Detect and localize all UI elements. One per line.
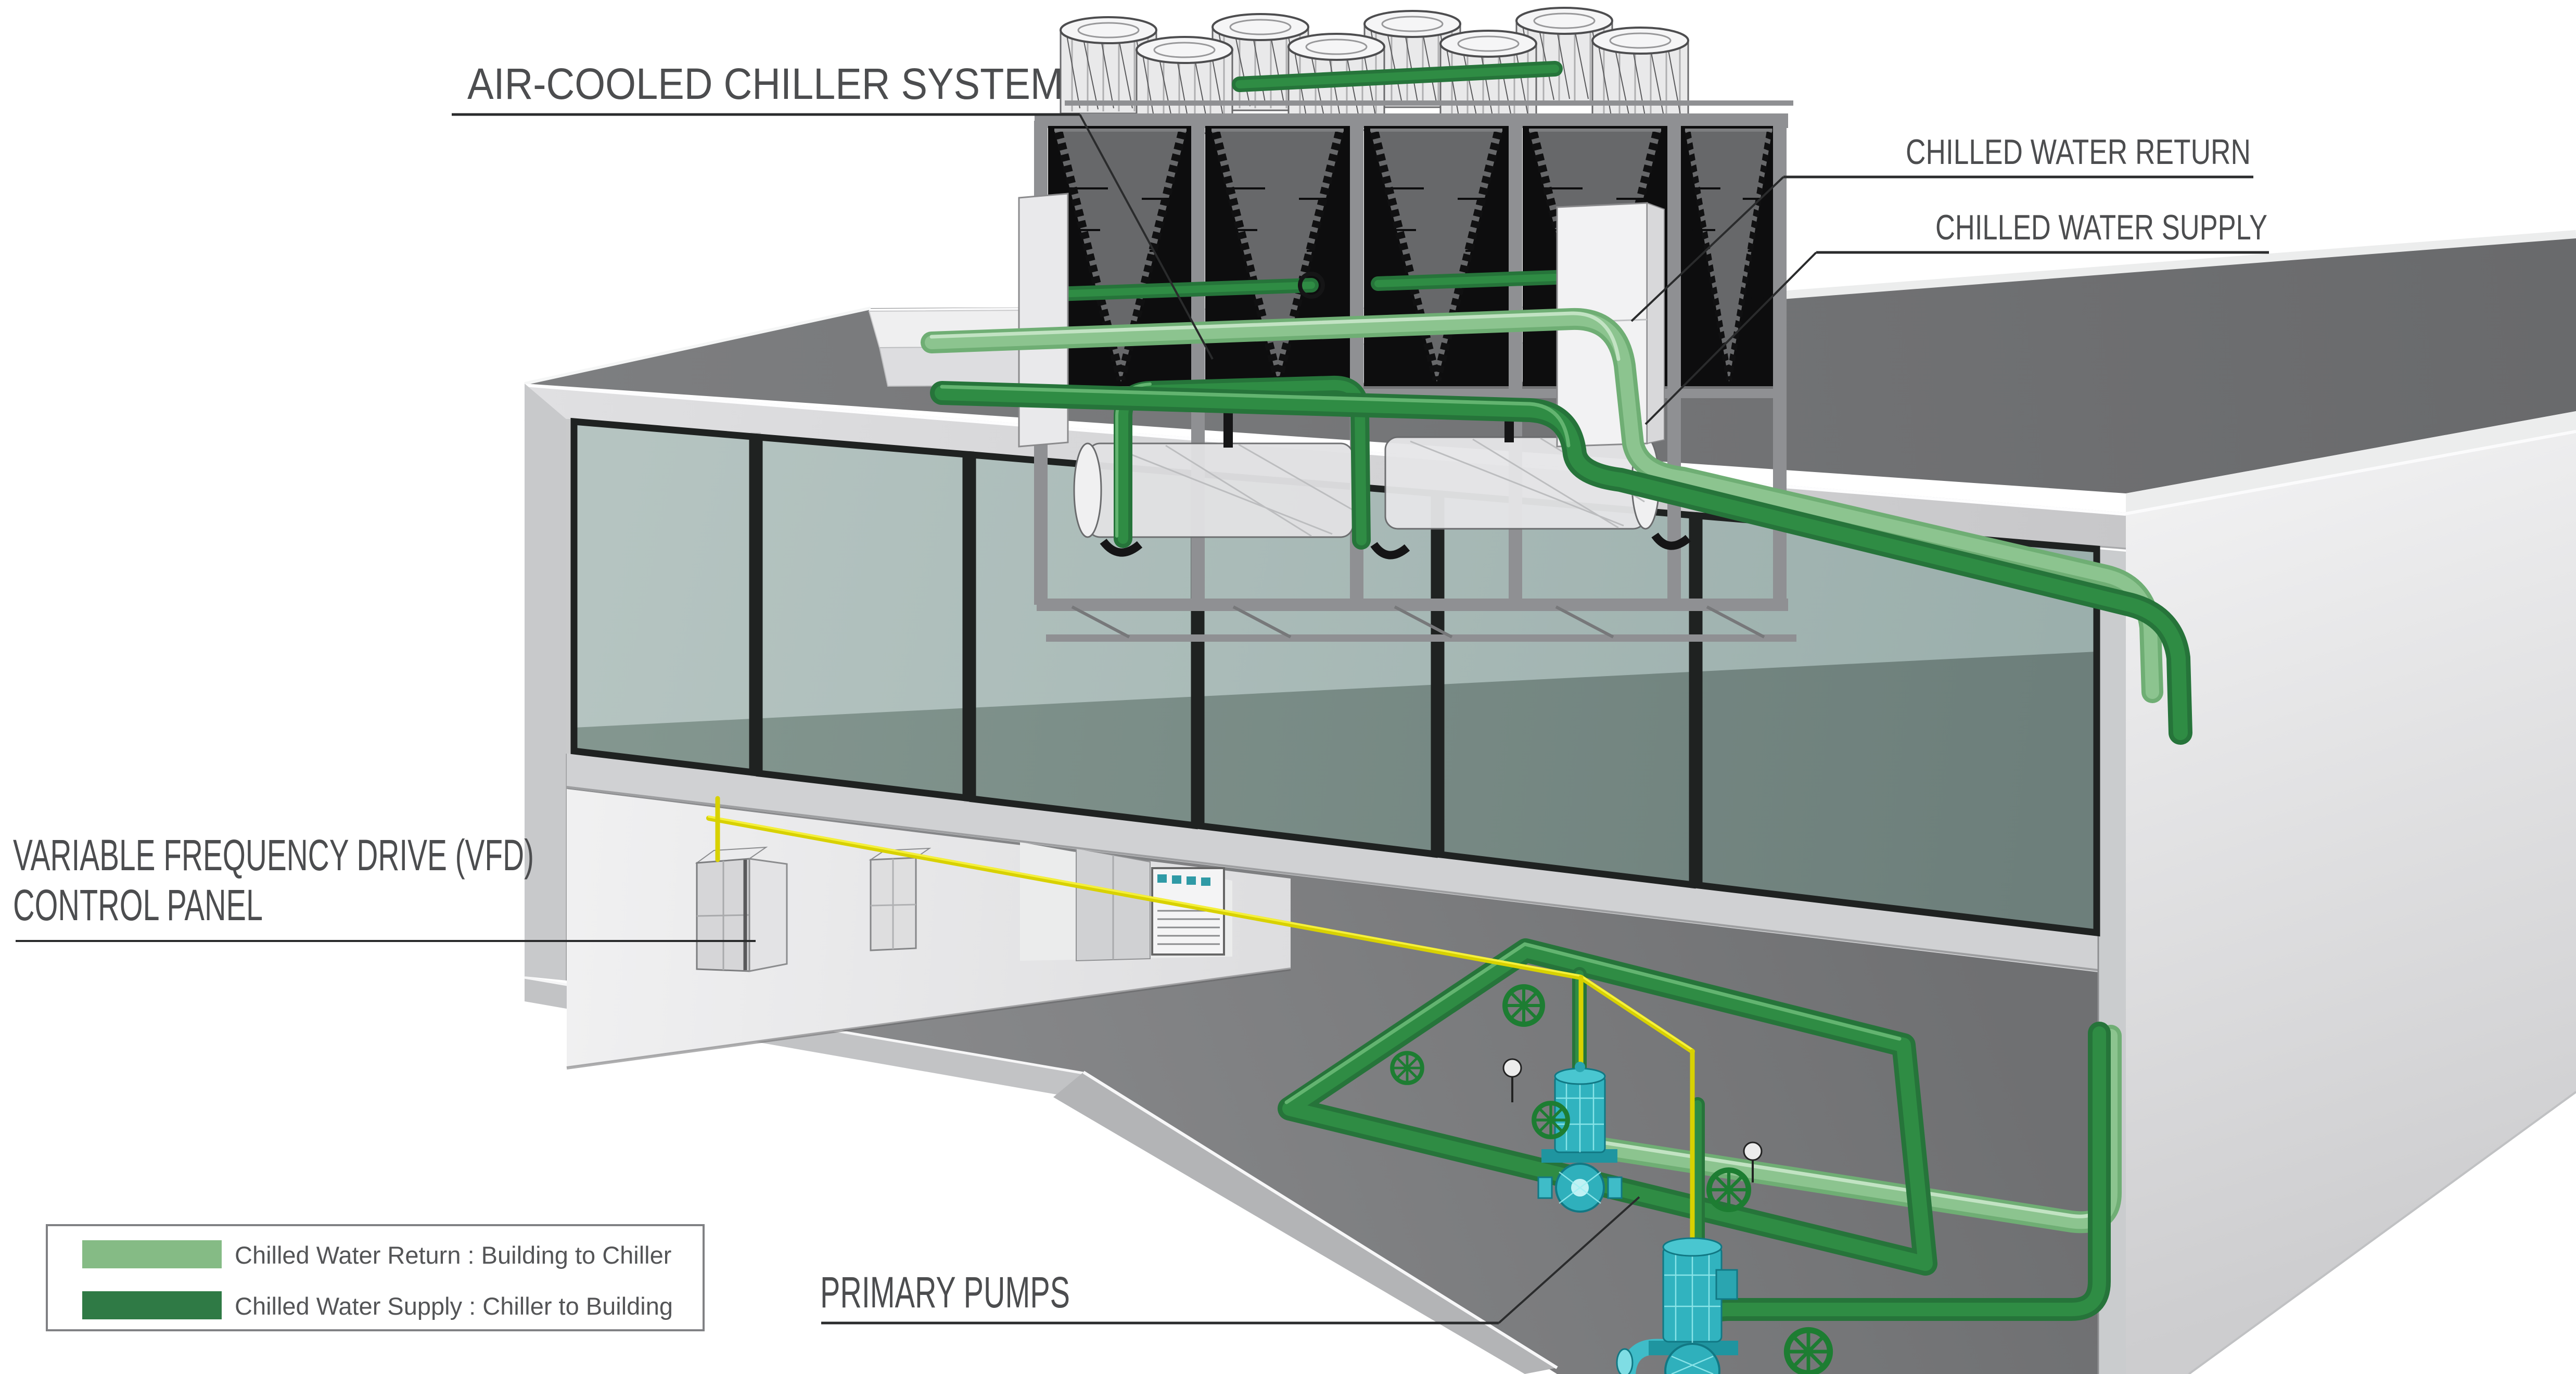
roof-piping	[921, 308, 2192, 745]
legend: Chilled Water Return : Building to Chill…	[46, 1224, 705, 1331]
left-wall-edge	[525, 384, 567, 981]
vfd-panel-1-open-door	[748, 858, 788, 972]
pump-1	[1537, 1062, 1623, 1213]
legend-swatch-supply	[82, 1291, 222, 1319]
label-supply: CHILLED WATER SUPPLY	[1935, 208, 2267, 247]
label-return: CHILLED WATER RETURN	[1906, 132, 2251, 172]
callout-chiller: AIR-COOLED CHILLER SYSTEM	[452, 59, 1214, 360]
glass-interior-reflection	[574, 652, 2097, 933]
right-side-wall	[2126, 430, 2576, 1374]
pressure-gauges	[1502, 1058, 1763, 1182]
building	[524, 230, 2576, 1374]
label-vfd-line2: CONTROL PANEL	[13, 881, 263, 930]
pump-2	[1616, 1237, 1738, 1374]
electrical-conduit	[706, 796, 1695, 1248]
label-vfd-line1: VARIABLE FREQUENCY DRIVE (VFD)	[13, 831, 534, 880]
chilled-water-supply-pipe-roof	[930, 381, 2192, 745]
roof-back-parapet	[1700, 230, 2576, 306]
legend-label-supply: Chilled Water Supply : Chiller to Buildi…	[235, 1292, 673, 1320]
callouts: AIR-COOLED CHILLER SYSTEM CHILLED WATER …	[13, 59, 2269, 1325]
legend-swatch-return	[82, 1240, 222, 1268]
evaporator-vessels	[1073, 406, 1691, 559]
callout-supply: CHILLED WATER SUPPLY	[1644, 208, 2269, 425]
callout-return: CHILLED WATER RETURN	[1630, 132, 2253, 322]
sill-band	[567, 749, 2098, 972]
callout-vfd: VARIABLE FREQUENCY DRIVE (VFD) CONTROL P…	[13, 831, 756, 942]
callout-pumps: PRIMARY PUMPS	[820, 1196, 1640, 1325]
primary-pumps	[1392, 987, 1830, 1374]
vfd-panel-1	[695, 846, 788, 972]
label-chiller: AIR-COOLED CHILLER SYSTEM	[467, 59, 1063, 108]
label-pumps: PRIMARY PUMPS	[820, 1268, 1070, 1317]
corner-cut-band	[1053, 1072, 1557, 1374]
chiller-left-panel	[1018, 193, 1069, 448]
right-parapet	[2126, 411, 2576, 513]
legend-label-return: Chilled Water Return : Building to Chill…	[235, 1241, 671, 1269]
